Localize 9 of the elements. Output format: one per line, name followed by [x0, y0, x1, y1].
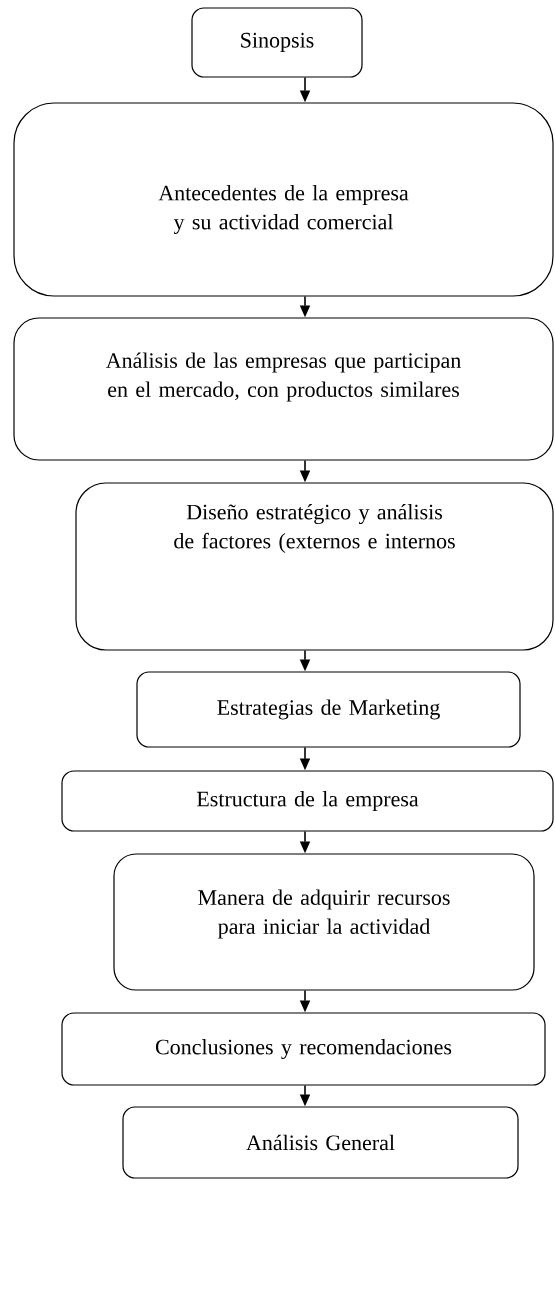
process-box: Antecedentes de la empresa y su actividad comercial: [13, 102, 554, 297]
process-box: Manera de adquirir recursos para iniciar la actividad: [113, 853, 535, 991]
process-box: Conclusiones y recomendaciones: [61, 1012, 546, 1086]
process-box: Sinopsis: [191, 7, 363, 78]
process-box: Diseño estratégico y análisis de factores (externos e internos: [75, 482, 554, 651]
process-box: Estructura de la empresa: [61, 770, 554, 832]
process-box: Estrategias de Marketing: [136, 671, 521, 748]
process-box: Análisis de las empresas que participan en el mercado, con productos similares: [13, 317, 554, 461]
process-box: Análisis General: [122, 1106, 519, 1179]
